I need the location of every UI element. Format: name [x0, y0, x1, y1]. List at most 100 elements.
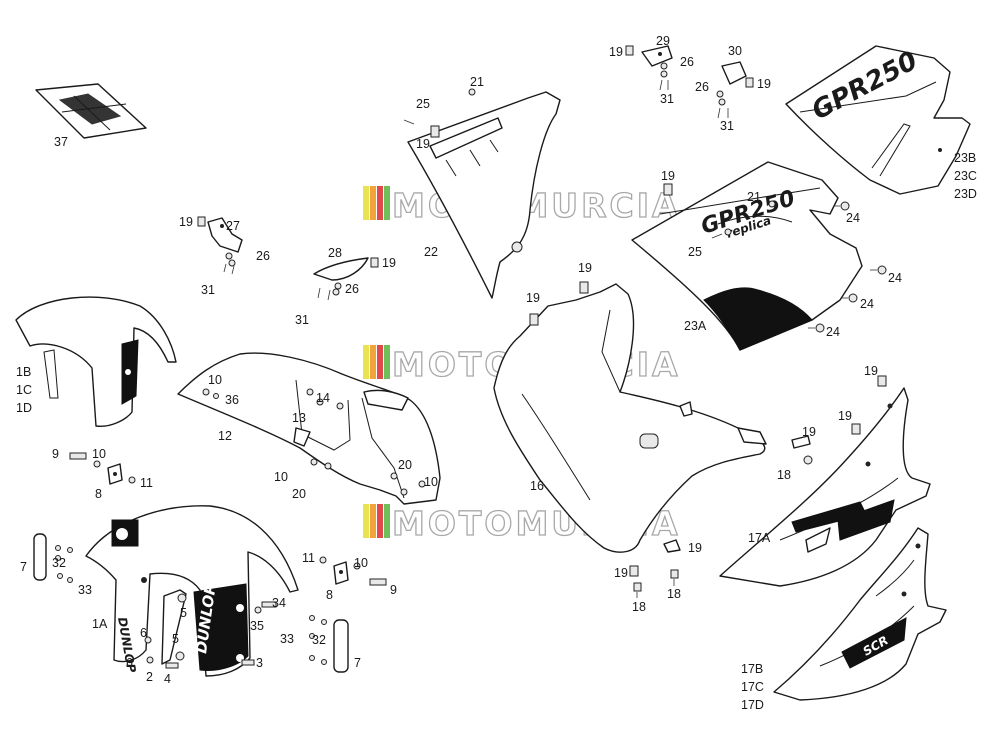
label-17a: 17A [748, 531, 771, 545]
label-2: 2 [146, 670, 153, 684]
label-1c: 1C [16, 383, 32, 397]
label-31: 31 [201, 283, 215, 297]
label-24: 24 [826, 325, 840, 339]
label-4: 4 [164, 672, 171, 686]
label-18: 18 [777, 468, 791, 482]
fender-bolts [144, 589, 277, 669]
bracket-29 [625, 45, 673, 91]
label-21: 21 [470, 75, 484, 89]
decal-sheet-37 [35, 83, 147, 139]
label-6: 6 [140, 626, 147, 640]
label-26: 26 [345, 282, 359, 296]
label-36: 36 [225, 393, 239, 407]
inner-fairing-22 [403, 88, 561, 299]
inner-panel-12 [177, 352, 441, 505]
label-19: 19 [578, 261, 592, 275]
label-34: 34 [272, 596, 286, 610]
label-31: 31 [295, 313, 309, 327]
label-14: 14 [316, 391, 330, 405]
label-10: 10 [424, 475, 438, 489]
belly-pan-17a [719, 375, 931, 587]
label-22: 22 [424, 245, 438, 259]
label-28: 28 [328, 246, 342, 260]
screws-24 [808, 201, 887, 333]
side-panel-23a: GPR250 replica [631, 161, 863, 351]
label-10: 10 [354, 556, 368, 570]
label-19: 19 [526, 291, 540, 305]
label-19: 19 [864, 364, 878, 378]
label-10: 10 [208, 373, 222, 387]
label-18: 18 [667, 587, 681, 601]
label-20: 20 [398, 458, 412, 472]
label-27: 27 [226, 219, 240, 233]
label-19: 19 [179, 215, 193, 229]
label-24: 24 [846, 211, 860, 225]
label-26: 26 [680, 55, 694, 69]
label-7: 7 [354, 656, 361, 670]
label-33: 33 [280, 632, 294, 646]
label-9: 9 [390, 583, 397, 597]
label-6: 6 [126, 656, 133, 670]
label-17b: 17B [741, 662, 763, 676]
label-7: 7 [20, 560, 27, 574]
label-23c: 23C [954, 169, 977, 183]
label-12: 12 [218, 429, 232, 443]
label-16: 16 [530, 479, 544, 493]
front-fender-1b [15, 296, 177, 427]
bracket-8-left [69, 452, 136, 485]
label-10: 10 [274, 470, 288, 484]
label-19: 19 [838, 409, 852, 423]
label-1b: 1B [16, 365, 31, 379]
label-10: 10 [92, 447, 106, 461]
label-20: 20 [292, 487, 306, 501]
label-21: 21 [747, 190, 761, 204]
reflector-7-right [309, 615, 349, 673]
side-panel-23b: GPR250 [785, 45, 971, 195]
label-19: 19 [802, 425, 816, 439]
label-24: 24 [860, 297, 874, 311]
label-19: 19 [609, 45, 623, 59]
bracket-8-right [319, 556, 387, 586]
label-26: 26 [695, 80, 709, 94]
label-19: 19 [416, 137, 430, 151]
lower-fairing-16 [493, 281, 767, 553]
label-30: 30 [728, 44, 742, 58]
label-26: 26 [256, 249, 270, 263]
label-19: 19 [757, 77, 771, 91]
belly-pan-17b: SCR [773, 527, 947, 701]
label-17d: 17D [741, 698, 764, 712]
label-11: 11 [302, 551, 315, 565]
label-9: 9 [52, 447, 59, 461]
label-33: 33 [78, 583, 92, 597]
label-32: 32 [312, 633, 326, 647]
bracket-27 [197, 216, 243, 275]
label-1d: 1D [16, 401, 32, 415]
label-5: 5 [180, 606, 187, 620]
label-3: 3 [256, 656, 263, 670]
label-25: 25 [688, 245, 702, 259]
label-5: 5 [172, 632, 179, 646]
label-23a: 23A [684, 319, 707, 333]
label-35: 35 [250, 619, 264, 633]
label-37: 37 [54, 135, 68, 149]
label-1a: 1A [92, 617, 108, 631]
label-29: 29 [656, 34, 670, 48]
callout-labels: 37 1B 1C 1D 19 27 26 31 28 19 26 31 25 1… [16, 34, 977, 712]
label-18: 18 [632, 600, 646, 614]
label-25: 25 [416, 97, 430, 111]
front-fender-1a: DUNLOP DUNLOP [85, 505, 299, 677]
label-8: 8 [326, 588, 333, 602]
label-31: 31 [720, 119, 734, 133]
label-13: 13 [292, 411, 306, 425]
label-19: 19 [661, 169, 675, 183]
label-23d: 23D [954, 187, 977, 201]
label-8: 8 [95, 487, 102, 501]
bracket-28 [313, 257, 379, 301]
watermark-text: MOTOMURCIA [392, 186, 681, 225]
label-19: 19 [688, 541, 702, 555]
screws-18 [629, 539, 681, 598]
label-17c: 17C [741, 680, 764, 694]
label-19: 19 [614, 566, 628, 580]
label-31: 31 [660, 92, 674, 106]
